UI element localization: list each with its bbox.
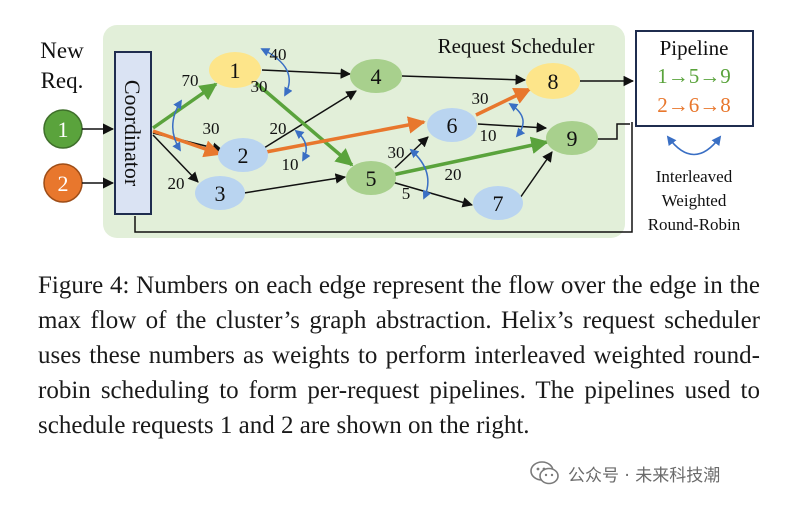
weight-6-8: 30 [472, 89, 489, 108]
request-1-label: 1 [58, 117, 69, 142]
edge-coord-3 [152, 134, 199, 183]
node-2-label: 2 [238, 143, 249, 168]
node-5-label: 5 [366, 166, 377, 191]
orange-pipeline-path [152, 87, 532, 158]
coordinator-box [114, 51, 152, 215]
interleave-arc [666, 135, 722, 156]
edge-9-pipeline [596, 123, 630, 140]
orange-edge-2-6 [265, 116, 426, 154]
graph-edges [134, 68, 635, 233]
watermark-text: 公众号 · 未来科技潮 [568, 465, 721, 486]
weight-1-5: 30 [251, 77, 268, 96]
new-req-label-line1: New [40, 38, 84, 63]
node-1-label: 1 [230, 58, 241, 83]
weight-5-6: 30 [388, 143, 405, 162]
pipeline-title: Pipeline [660, 36, 729, 60]
iwrr-line-1: Interleaved [656, 167, 733, 186]
weight-6-9: 10 [480, 126, 497, 145]
node-3 [195, 176, 245, 210]
weight-2-6: 10 [282, 155, 299, 174]
request-scheduler-title: Request Scheduler [438, 34, 595, 58]
weight-1-4: 40 [270, 45, 287, 64]
orange-edge-6-8 [475, 87, 532, 117]
green-edge-1-5 [254, 81, 354, 167]
weight-arc-node-5 [409, 148, 432, 200]
node-2 [218, 138, 268, 172]
weight-coord-1: 70 [182, 71, 199, 90]
green-edge-coord-1 [151, 82, 218, 130]
coordinator-label: Coordinator [120, 80, 145, 187]
watermark: 公众号 · 未来科技潮 [530, 456, 720, 490]
node-9 [546, 121, 598, 155]
edge-3-5 [243, 173, 347, 194]
weight-5-7: 5 [402, 184, 411, 203]
weight-arc-coordinator [172, 99, 182, 152]
figure-caption: Figure 4: Numbers on each edge represent… [38, 272, 760, 439]
helix-scheduler-diagram: New Req. 1 2 Coordinator Request Schedul… [40, 25, 754, 238]
node-3-label: 3 [215, 181, 226, 206]
node-6-label: 6 [447, 113, 458, 138]
iwrr-line-2: Weighted [662, 191, 727, 210]
edge-4-8 [401, 74, 527, 85]
graph-nodes: 1 2 3 4 5 6 7 8 9 [195, 52, 598, 220]
pipeline-request-2: 2→6→8 [657, 93, 731, 117]
weight-arcs [172, 48, 526, 200]
edge-weight-labels: 70 30 20 40 30 20 10 30 10 30 5 20 [168, 45, 497, 203]
wechat-icon [530, 461, 559, 485]
node-7-label: 7 [493, 191, 504, 216]
request-2-label: 2 [58, 171, 69, 196]
weight-2-4: 20 [270, 119, 287, 138]
node-8 [526, 63, 580, 99]
node-4-label: 4 [371, 64, 382, 89]
iwrr-label: Interleaved Weighted Round-Robin [648, 167, 741, 234]
node-5 [346, 161, 396, 195]
weight-coord-2: 30 [203, 119, 220, 138]
orange-edge-coord-2 [152, 129, 222, 158]
weight-5-9: 20 [445, 165, 462, 184]
edge-7-9 [519, 151, 553, 199]
node-8-label: 8 [548, 69, 559, 94]
pipeline-box [635, 30, 754, 127]
node-7 [473, 186, 523, 220]
edge-2-4 [263, 90, 357, 149]
pipeline-request-1: 1→5→9 [657, 64, 731, 88]
feedback-line [134, 122, 633, 233]
edge-5-7 [391, 181, 474, 208]
new-req-label-line2: Req. [41, 68, 84, 93]
node-1 [209, 52, 261, 88]
weight-coord-3: 20 [168, 174, 185, 193]
node-9-label: 9 [567, 126, 578, 151]
weight-arc-node-6 [508, 103, 526, 138]
node-6 [427, 108, 477, 142]
iwrr-line-3: Round-Robin [648, 215, 741, 234]
weight-arc-node-2 [294, 129, 311, 162]
weight-arc-node-1 [260, 48, 293, 97]
node-4 [350, 59, 402, 93]
